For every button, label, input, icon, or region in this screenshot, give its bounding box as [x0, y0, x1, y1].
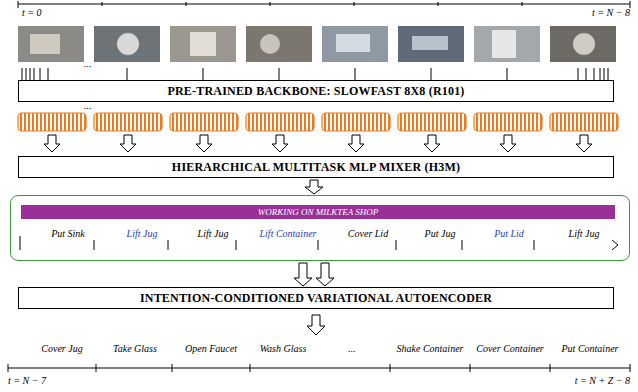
note-label: Put Container — [562, 343, 619, 354]
action-label: Lift Jug — [569, 228, 600, 239]
action-label: Lift Jug — [127, 228, 158, 239]
note-label: Wash Glass — [260, 343, 307, 354]
note-label: Cover Jug — [41, 343, 82, 354]
flow-arrow — [305, 180, 323, 194]
intention-bar: WORKING ON MILKTEA SHOP — [21, 205, 615, 219]
action-label: Put Sink — [51, 228, 85, 239]
note-label: Take Glass — [113, 343, 157, 354]
note-label: t = N − 8 — [592, 7, 630, 18]
arrow-shape — [305, 180, 323, 194]
action-label: Lift Container — [260, 228, 317, 239]
node-text: PRE-TRAINED BACKBONE: SLOWFAST 8X8 (R101… — [167, 84, 464, 99]
note-label: ... — [84, 100, 92, 111]
feature-blocks — [18, 113, 618, 131]
action-region: Put Sink Lift Jug Lift Jug Lift Container Co… — [10, 195, 630, 261]
node-text: HIERARCHICAL MULTITASK MLP MIXER (H3M) — [172, 160, 460, 175]
flow-arrow — [294, 263, 334, 286]
action-label: Put Lid — [494, 228, 524, 239]
arrow-shape — [316, 263, 334, 286]
note-label: t = 0 — [22, 7, 42, 18]
node-text: WORKING ON MILKTEA SHOP — [258, 207, 379, 217]
note-label: t = N − 7 — [8, 375, 46, 386]
action-label: Lift Jug — [198, 228, 229, 239]
hollow-arrows — [44, 135, 592, 152]
note-label: Open Faucet — [185, 343, 237, 354]
node-text: INTENTION-CONDITIONED VARIATIONAL AUTOEN… — [140, 291, 492, 306]
process-box: HIERARCHICAL MULTITASK MLP MIXER (H3M) — [18, 156, 614, 178]
video-frames — [18, 26, 616, 62]
note-label: ... — [348, 343, 356, 354]
process-box: INTENTION-CONDITIONED VARIATIONAL AUTOEN… — [18, 287, 614, 309]
arrow-shape — [294, 263, 312, 286]
action-label: Put Jug — [425, 228, 456, 239]
hollow-arrow — [307, 315, 325, 335]
timeline — [8, 364, 630, 372]
sample-ticks — [22, 68, 608, 80]
note-label: Cover Container — [476, 343, 544, 354]
segment-ticks — [20, 236, 618, 250]
note-label: Shake Container — [397, 343, 464, 354]
note-label: ... — [84, 58, 92, 69]
action-label: Cover Lid — [348, 228, 388, 239]
timeline — [18, 1, 630, 8]
process-box: PRE-TRAINED BACKBONE: SLOWFAST 8X8 (R101… — [18, 80, 614, 102]
note-label: t = N + Z − 8 — [575, 375, 630, 386]
